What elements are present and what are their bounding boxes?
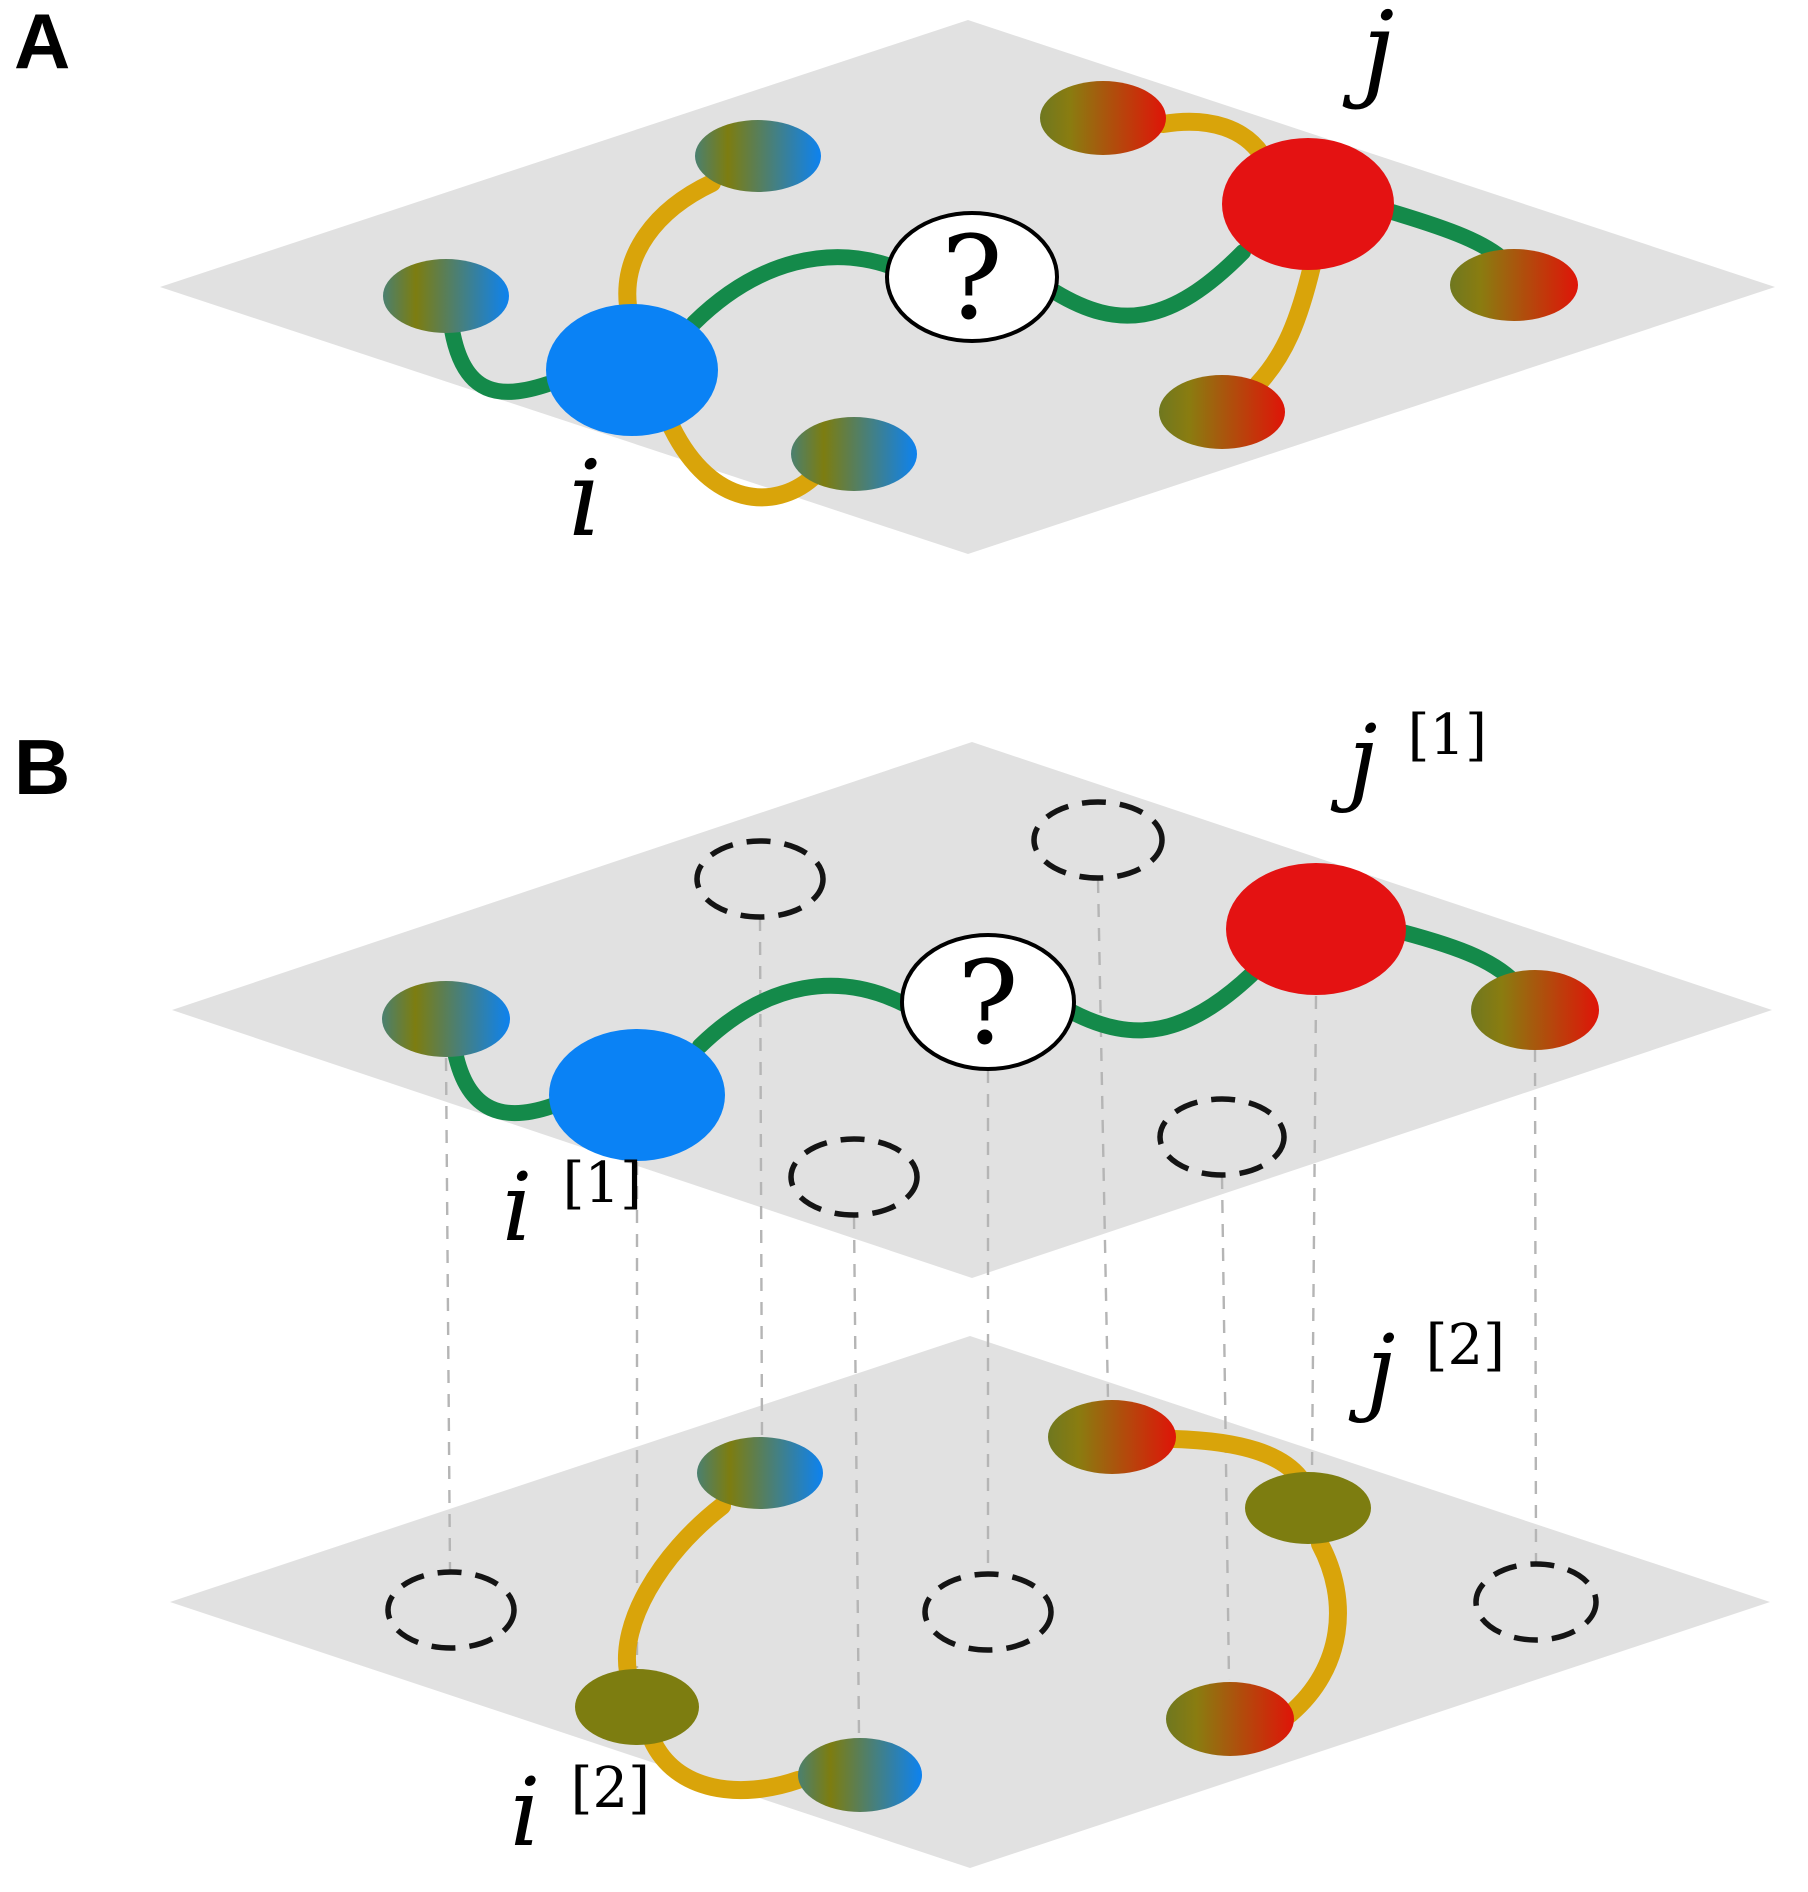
edge-i-bottom-neighbor (663, 419, 821, 507)
node-i (546, 304, 718, 436)
interlayer-link (1096, 879, 1110, 1400)
edge-i1-unknown (692, 977, 912, 1054)
edge-unknown-j (1047, 244, 1251, 324)
node-j2-label-base: j (1348, 1315, 1395, 1425)
interlayer-link (1220, 1175, 1231, 1681)
node-j1 (1226, 863, 1406, 995)
node-j1-label: j [1] (1330, 703, 1487, 815)
panel-b-layer2: i [2] j [2] (385, 1313, 1599, 1868)
empty-node-placeholder (788, 1136, 920, 1218)
neighbor-node (1471, 970, 1599, 1050)
edge-j-topleft-neighbor (1154, 112, 1271, 164)
panel-b-layer2-plane (170, 1336, 1770, 1868)
node-i2 (575, 1669, 699, 1745)
interlayer-links (444, 879, 1538, 1737)
empty-node-placeholder (1157, 1096, 1287, 1178)
node-j1-label-sup: [1] (1408, 703, 1487, 768)
node-i1-label: i [1] (502, 1151, 642, 1263)
empty-node-placeholder (1031, 799, 1165, 881)
unknown-link-node (885, 211, 1059, 343)
layer2-edges (618, 1430, 1347, 1799)
neighbor-node (1166, 1682, 1294, 1756)
neighbor-node (697, 1437, 823, 1509)
empty-node-placeholder (385, 1569, 517, 1651)
node-i1 (549, 1029, 725, 1161)
edge-i1-left-neighbor (447, 1044, 560, 1122)
panel-a-tag: A (14, 0, 70, 85)
node-i-label: i (568, 438, 602, 560)
panel-b: B (14, 703, 1772, 1868)
neighbor-node (1159, 375, 1285, 449)
edge-unknown-j1 (1064, 966, 1260, 1039)
unknown-link-node (900, 933, 1076, 1071)
node-j (1222, 138, 1394, 270)
edge-i2-bottom-neighbor (643, 1731, 807, 1799)
edge-top-neighbor-j2 (1165, 1430, 1309, 1487)
neighbor-node (791, 417, 917, 491)
panel-a: A ? i j (14, 0, 1775, 560)
neighbor-node (798, 1738, 922, 1812)
interlayer-link (852, 1215, 861, 1737)
empty-node-placeholder (694, 838, 826, 920)
interlayer-link (1533, 1048, 1538, 1564)
edge-top-neighbor-i2 (618, 1497, 731, 1681)
node-j2-label: j [2] (1348, 1313, 1505, 1425)
node-i2-label-sup: [2] (571, 1756, 650, 1821)
panel-b-tag: B (14, 723, 70, 811)
unknown-link-label: ? (941, 212, 1003, 346)
node-i2-label-base: i (510, 1758, 540, 1868)
node-j1-label-base: j (1330, 705, 1377, 815)
neighbor-node (1048, 1400, 1176, 1474)
panel-b-layer1: ? i [1] j [1] (382, 703, 1599, 1263)
node-i1-label-sup: [1] (563, 1151, 642, 1216)
neighbor-node (1450, 249, 1578, 321)
empty-node-placeholder (922, 1571, 1054, 1653)
neighbor-node (383, 259, 509, 333)
edge-i-top-neighbor (618, 174, 721, 315)
edge-i-unknown (686, 249, 898, 331)
interlayer-link (758, 917, 764, 1438)
panel-a-nodes: ? (383, 81, 1578, 491)
neighbor-node (1040, 81, 1166, 155)
node-j2-label-sup: [2] (1426, 1313, 1505, 1378)
edge-j2-bottom-neighbor (1281, 1535, 1347, 1723)
unknown-link-label: ? (957, 937, 1019, 1071)
neighbor-node (382, 981, 510, 1057)
neighbor-node (695, 120, 821, 192)
edge-j-bottom-neighbor (1249, 257, 1321, 393)
panel-a-edges (444, 112, 1514, 507)
node-j-label: j (1342, 0, 1395, 111)
node-i2-label: i [2] (510, 1756, 650, 1868)
edge-i-left-neighbor (444, 322, 556, 400)
node-j2 (1245, 1472, 1371, 1544)
empty-node-placeholder (1473, 1561, 1599, 1643)
node-i1-label-base: i (502, 1153, 532, 1263)
interlayer-link (444, 1057, 452, 1572)
interlayer-link (1310, 995, 1318, 1471)
